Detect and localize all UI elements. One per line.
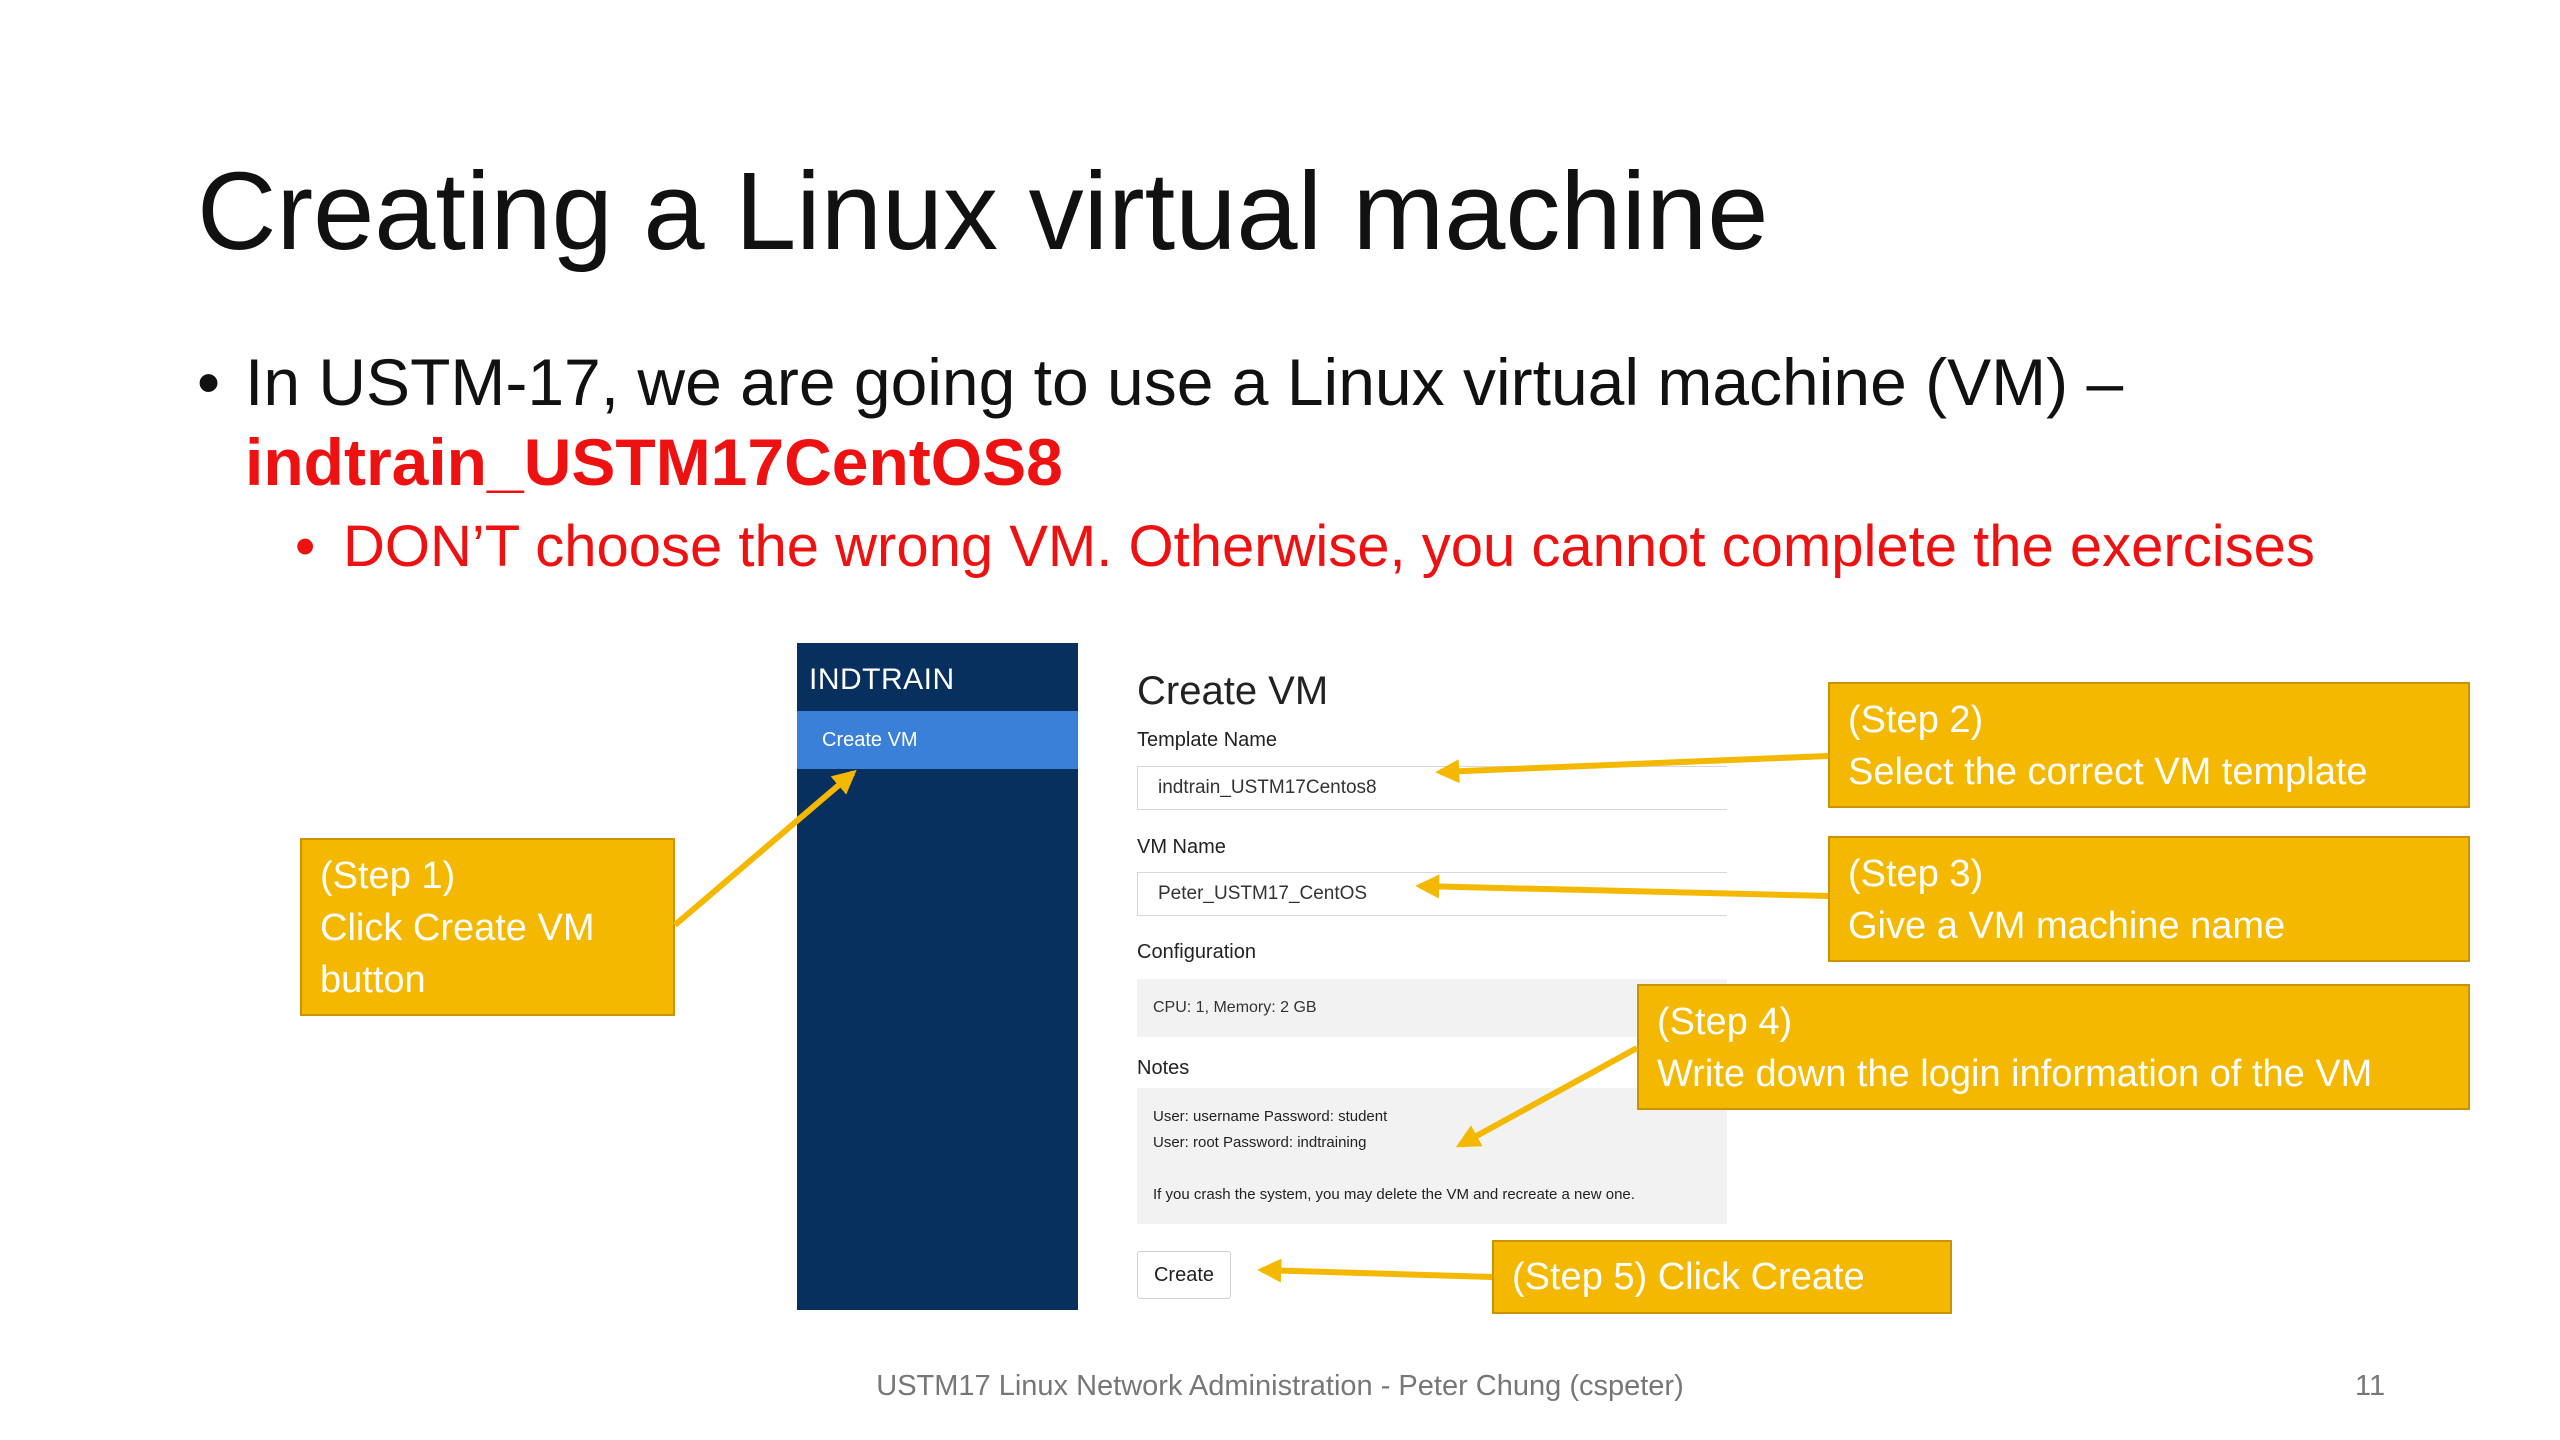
callout-text: (Step 4) <box>1657 1001 1793 1043</box>
configuration-field: CPU: 1, Memory: 2 GB <box>1137 979 1727 1037</box>
configuration-label: Configuration <box>1137 941 1256 963</box>
create-button[interactable]: Create <box>1137 1251 1231 1299</box>
vm-name-field[interactable]: Peter_USTM17_CentOS <box>1137 872 1727 916</box>
sidebar-brand: INDTRAIN <box>809 663 955 696</box>
page-title: Create VM <box>1137 669 1329 713</box>
callout-text: Select the correct VM template <box>1848 751 2368 793</box>
sidebar: INDTRAIN Create VM <box>797 643 1078 1310</box>
callout-step-3: (Step 3) Give a VM machine name <box>1828 836 2470 962</box>
notes-line: User: username Password: student <box>1153 1108 1388 1125</box>
sub-bullet-dot: • <box>295 514 316 579</box>
callout-step-1: (Step 1) Click Create VM button <box>300 838 675 1016</box>
template-name-field[interactable]: indtrain_USTM17Centos8 <box>1137 766 1727 810</box>
notes-line: If you crash the system, you may delete … <box>1153 1186 1635 1203</box>
bullet-text: In USTM-17, we are going to use a Linux … <box>245 345 2124 419</box>
callout-text: Write down the login information of the … <box>1657 1053 2373 1095</box>
callout-text: (Step 2) <box>1848 699 1984 741</box>
notes-box: User: username Password: student User: r… <box>1137 1088 1727 1224</box>
vm-name-label: VM Name <box>1137 836 1226 858</box>
bullet-dot: • <box>197 345 221 419</box>
callout-step-2: (Step 2) Select the correct VM template <box>1828 682 2470 808</box>
notes-label: Notes <box>1137 1057 1190 1079</box>
template-name-label: Template Name <box>1137 729 1278 751</box>
callout-text: (Step 1) <box>320 855 456 897</box>
bullet-highlight: indtrain_USTM17CentOS8 <box>245 425 1063 499</box>
slide-footer: USTM17 Linux Network Administration - Pe… <box>876 1370 1684 1402</box>
sub-bullet-text: DON’T choose the wrong VM. Otherwise, yo… <box>343 514 2315 579</box>
notes-line: User: root Password: indtraining <box>1153 1134 1367 1151</box>
callout-text: Click Create VM <box>320 907 595 949</box>
callout-step-5: (Step 5) Click Create <box>1492 1240 1952 1314</box>
page-number: 11 <box>2355 1370 2386 1402</box>
sidebar-item-create-vm[interactable]: Create VM <box>797 711 1078 769</box>
callout-text: Give a VM machine name <box>1848 905 2286 947</box>
callout-step-4: (Step 4) Write down the login informatio… <box>1637 984 2470 1110</box>
callout-text: (Step 3) <box>1848 853 1984 895</box>
create-vm-form: Create VM Template Name indtrain_USTM17C… <box>1078 643 1727 1310</box>
callout-text: button <box>320 959 426 1001</box>
slide-title: Creating a Linux virtual machine <box>197 150 1769 273</box>
callout-text: (Step 5) Click Create <box>1512 1256 1865 1298</box>
